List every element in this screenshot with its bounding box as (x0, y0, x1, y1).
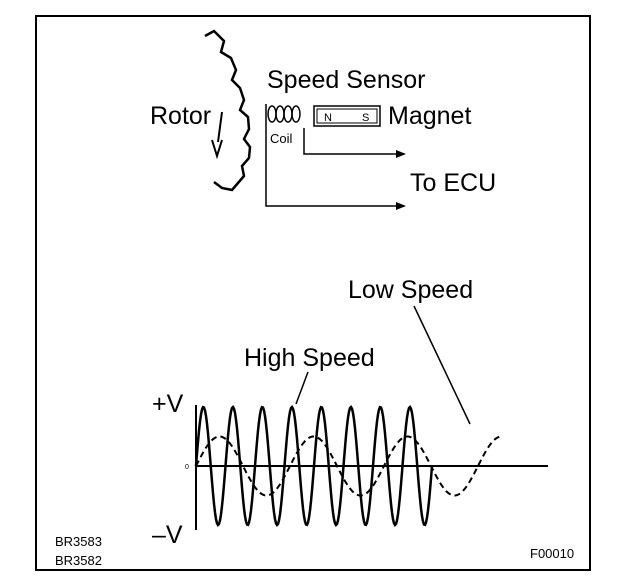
low-speed-leader (413, 305, 471, 425)
high-speed-waveform (194, 404, 434, 528)
wire-lower-arrowhead (396, 202, 406, 210)
magnet-label: Magnet (388, 102, 471, 130)
high-speed-leader (295, 371, 309, 405)
reference-code-1: BR3583 (55, 534, 102, 549)
minus-v-label: –V (152, 521, 183, 549)
reference-code-2: BR3582 (55, 553, 102, 568)
north-pole-label: N (324, 112, 332, 124)
low-speed-waveform (195, 435, 502, 497)
coil-icon (267, 105, 301, 123)
plus-v-label: +V (152, 390, 184, 418)
wire-upper-arrowhead (396, 150, 406, 158)
rotor-teeth (204, 29, 252, 192)
rotor-label: Rotor (150, 102, 211, 130)
figure-id: F00010 (530, 546, 574, 561)
magnet-body (313, 105, 381, 127)
magnet-inner (316, 108, 378, 124)
wire-upper (303, 128, 404, 155)
rotor-rotation-arrow (211, 111, 223, 160)
high-speed-label: High Speed (244, 344, 375, 372)
coil-label: Coil (270, 131, 293, 146)
zero-label: 0 (185, 464, 189, 471)
wire-lower (265, 104, 404, 207)
speed-sensor-label: Speed Sensor (267, 66, 425, 94)
to-ecu-label: To ECU (410, 169, 496, 197)
low-speed-label: Low Speed (348, 276, 473, 304)
south-pole-label: S (362, 112, 369, 124)
